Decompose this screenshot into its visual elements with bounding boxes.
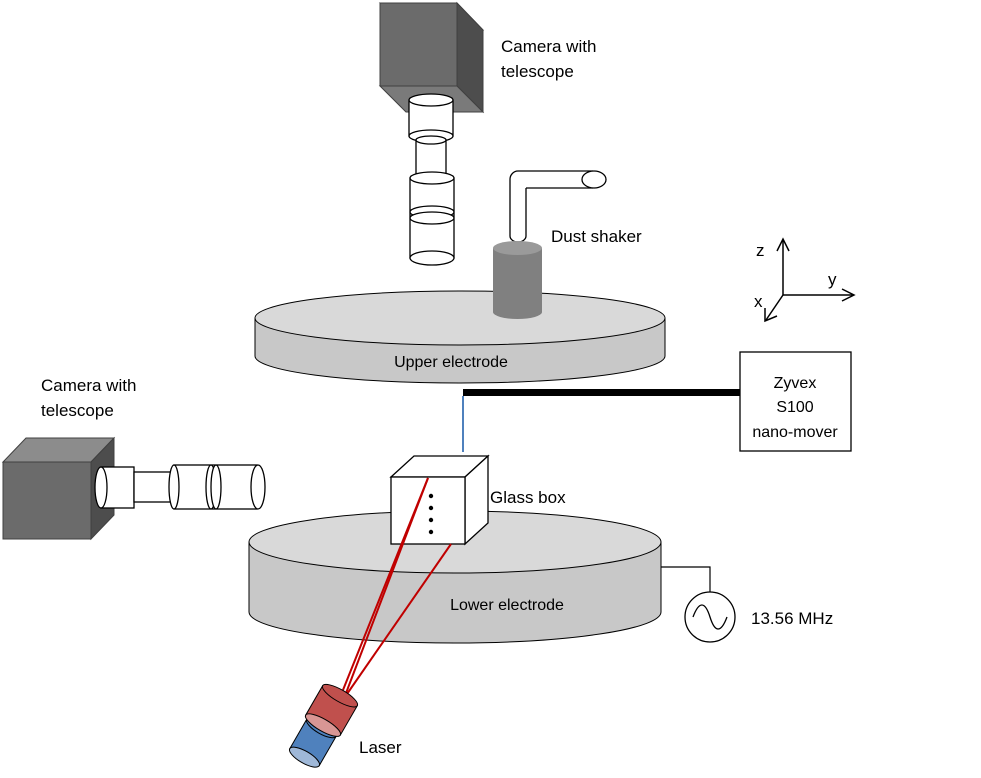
rf-feed-wire	[661, 566, 711, 592]
dust-particle	[428, 529, 434, 535]
dust-particle	[428, 505, 434, 511]
upper-electrode-label: Upper electrode	[394, 354, 508, 371]
nano-mover-arm	[463, 389, 740, 396]
lower-electrode-label: Lower electrode	[450, 597, 564, 614]
sine-wave-icon	[692, 604, 728, 630]
top-telescope	[408, 93, 455, 266]
laser-label: Laser	[359, 738, 402, 757]
nano-mover-label-line2: S100	[776, 399, 813, 416]
dust-particle	[428, 517, 434, 523]
axis-z-label: z	[756, 241, 765, 260]
top-telescope-lens	[409, 250, 455, 266]
nano-mover-label-line1: Zyvex	[774, 375, 817, 392]
dust-shaker	[493, 170, 607, 319]
nano-mover-box	[739, 351, 852, 452]
dust-shaker-base-bottom	[493, 305, 542, 319]
laser-beams	[342, 477, 452, 702]
upper-electrode	[254, 290, 666, 384]
laser-device	[288, 683, 359, 768]
left-camera-label-line2: telescope	[41, 401, 114, 420]
top-camera-front-face	[379, 2, 458, 87]
left-camera-label-line1: Camera with	[41, 376, 136, 395]
coordinate-axes	[764, 237, 856, 323]
dust-particle	[428, 493, 434, 499]
rf-frequency-label: 13.56 MHz	[751, 609, 833, 628]
axis-y-label: y	[828, 270, 837, 289]
glass-box-label: Glass box	[490, 488, 566, 507]
left-telescope	[94, 464, 266, 510]
left-camera-front-face	[2, 461, 92, 540]
top-camera-label-line2: telescope	[501, 62, 574, 81]
top-camera-label-line1: Camera with	[501, 37, 596, 56]
dust-shaker-base-top	[493, 241, 542, 255]
left-telescope-lens	[250, 464, 266, 510]
dust-shaker-label: Dust shaker	[551, 227, 642, 246]
axis-x-label: x	[754, 292, 763, 311]
nano-mover-label-line3: nano-mover	[752, 424, 838, 441]
glass-box	[389, 454, 490, 546]
